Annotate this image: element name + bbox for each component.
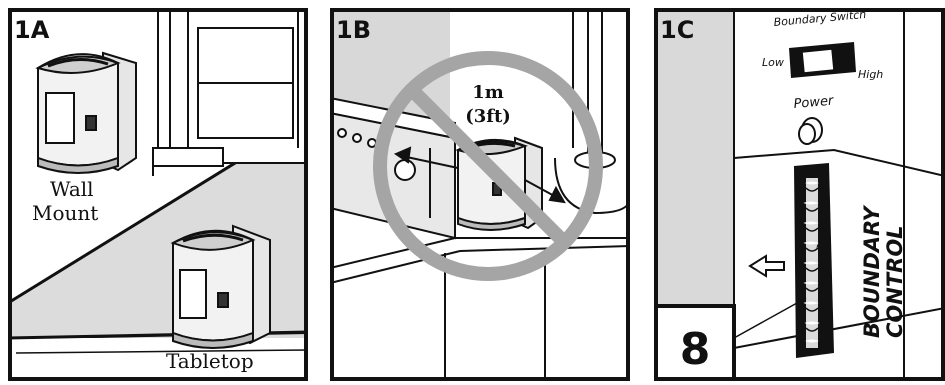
power-led-icon — [799, 118, 822, 144]
panel-1b-illustration: 1m (3ft) 1B — [330, 8, 630, 381]
distance-label-imperial: (3ft) — [465, 106, 511, 127]
switch-low-label: Low — [762, 56, 784, 69]
boundary-switch: Boundary Switch Low High — [762, 8, 883, 81]
boundary-control-dial: 7 8 — [794, 163, 834, 358]
panel-1c: Boundary Switch Low High Power — [654, 8, 945, 381]
dial-pointer-arrow-icon — [750, 256, 784, 276]
boundary-control-label-line1: BOUNDARY — [860, 205, 884, 338]
window — [153, 8, 308, 176]
panel-1a: Wall Mount Tabletop 1A — [8, 8, 308, 381]
panel-1c-illustration: Boundary Switch Low High Power — [654, 8, 945, 381]
boundary-control-label-line2: CONTROL — [883, 225, 907, 338]
panel-1a-label: 1A — [14, 16, 50, 44]
tabletop-label: Tabletop — [166, 349, 254, 373]
panel-1c-label: 1C — [660, 16, 694, 44]
wall-mount-label-line2: Mount — [32, 201, 98, 225]
wall-mount-unit — [38, 53, 136, 173]
switch-high-label: High — [858, 68, 883, 81]
panel-1b-label: 1B — [336, 16, 371, 44]
power-label: Power — [793, 93, 836, 112]
tabletop-unit — [173, 226, 270, 348]
panel-1a-illustration: Wall Mount Tabletop 1A — [8, 8, 308, 381]
setting-value: 8 — [680, 324, 711, 375]
distance-label-metric: 1m — [472, 82, 504, 103]
wall-mount-label-line1: Wall — [50, 177, 94, 201]
panel-1b: 1m (3ft) 1B — [330, 8, 630, 381]
